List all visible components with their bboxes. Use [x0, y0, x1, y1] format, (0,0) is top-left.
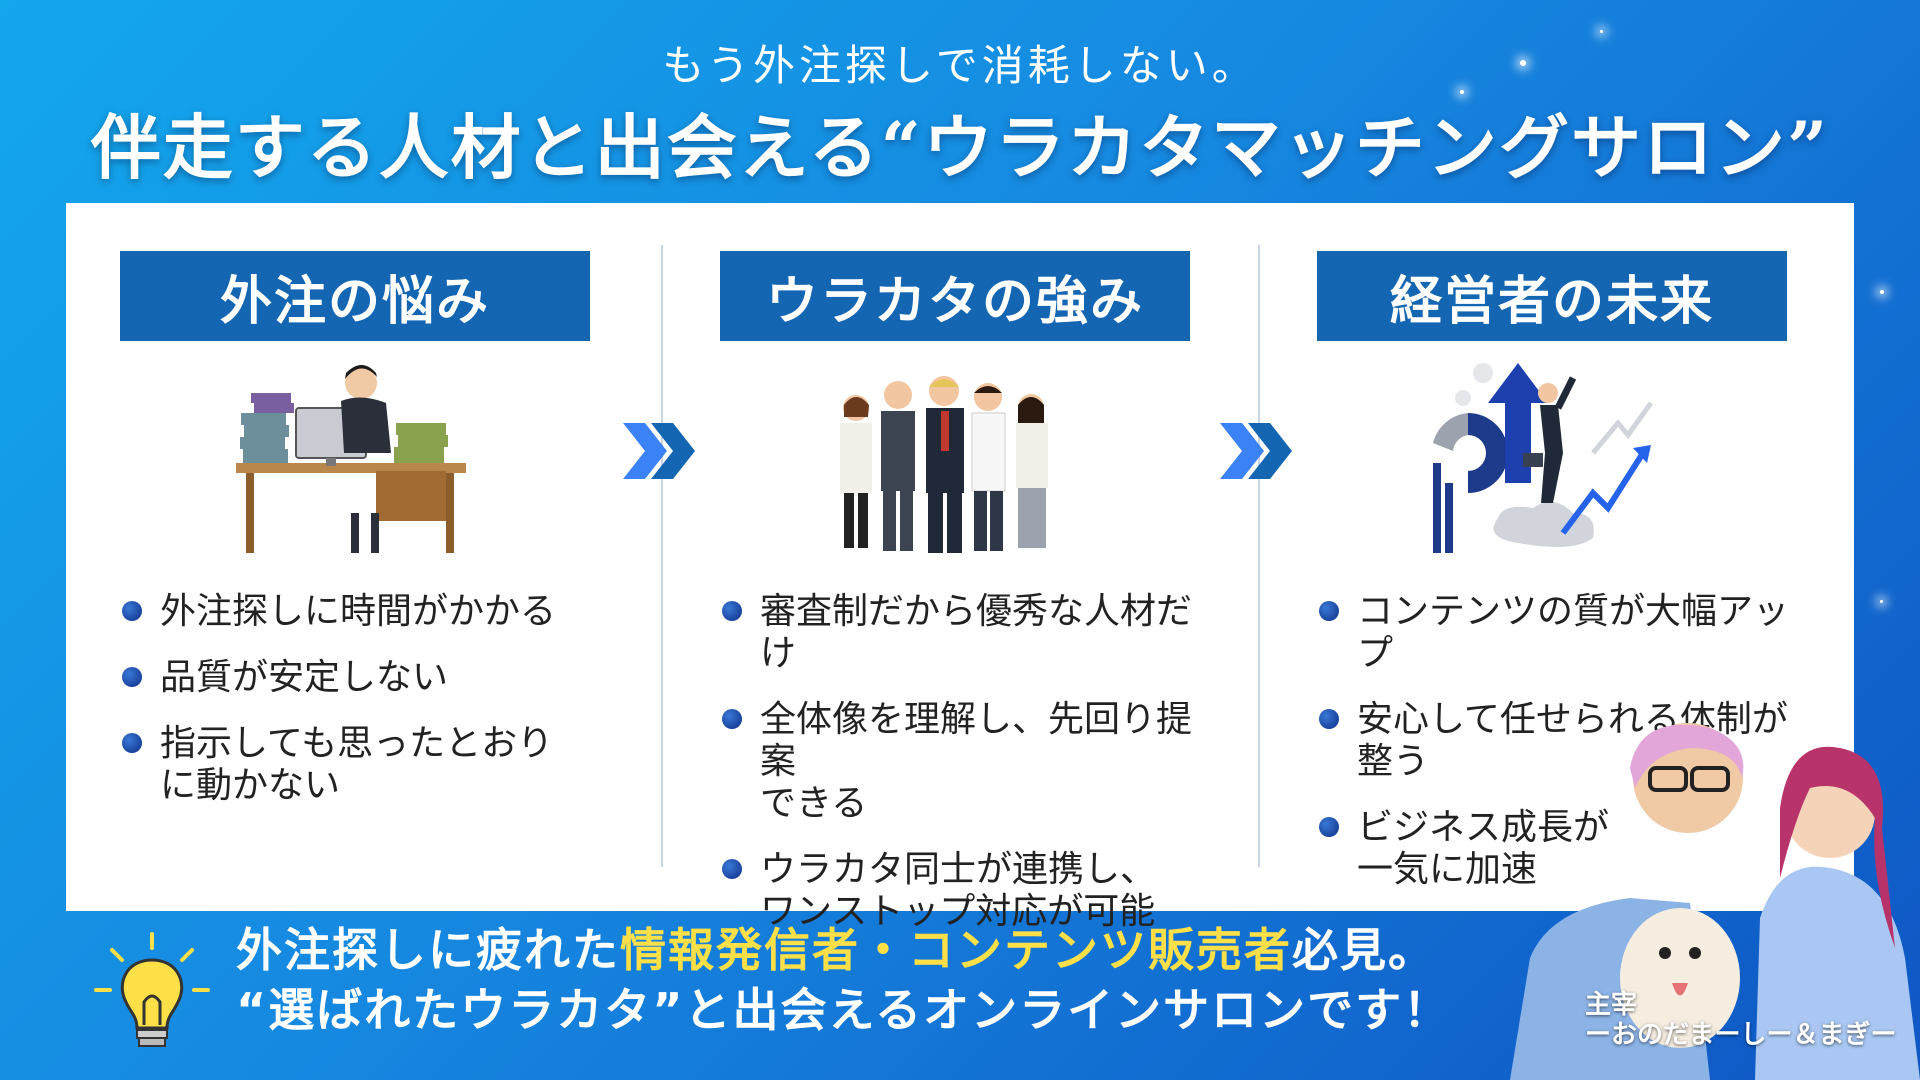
- bullet-icon: [122, 601, 142, 621]
- host-photo: [1510, 723, 1920, 1080]
- bullet-icon: [122, 733, 142, 753]
- column-divider: [661, 245, 663, 867]
- header-subtitle: もう外注探しで消耗しない。: [662, 41, 1258, 90]
- list-item: 外注探しに時間がかかる: [120, 591, 620, 633]
- footer-line-1: 外注探しに疲れた情報発信者・コンテンツ販売者必見。: [236, 920, 1451, 980]
- bullet-icon: [722, 859, 742, 879]
- content-panel: 外注の悩み 外注探しに時間がかかる 品質が安定しない 指示しても思ったとおり に…: [66, 203, 1854, 932]
- sparkle: [1520, 60, 1526, 66]
- chevron-right-icon: [1220, 423, 1292, 479]
- bullet-text: ビジネス成長が 一気に加速: [1357, 807, 1610, 890]
- column-heading: ウラカタの強み: [720, 251, 1190, 341]
- bullet-text: コンテンツの質が大幅アップ: [1357, 591, 1790, 674]
- bullet-text: 指示しても思ったとおり に動かない: [160, 723, 554, 806]
- chevron-right-icon: [623, 423, 695, 479]
- list-item: 全体像を理解し、先回り提案 できる: [720, 699, 1220, 825]
- column-worries: 外注の悩み 外注探しに時間がかかる 品質が安定しない 指示しても思ったとおり に…: [66, 203, 626, 911]
- business-growth-chart-icon: [1433, 363, 1654, 553]
- list-item: 指示しても思ったとおり に動かない: [120, 723, 620, 807]
- bullet-text: 外注探しに時間がかかる: [160, 591, 557, 632]
- column-divider: [1258, 245, 1260, 867]
- bullet-list: 外注探しに時間がかかる 品質が安定しない 指示しても思ったとおり に動かない: [120, 591, 620, 831]
- bullet-text: 全体像を理解し、先回り提案 できる: [760, 699, 1193, 824]
- footer-highlight: 情報発信者・コンテンツ販売者: [620, 923, 1292, 977]
- bullet-icon: [722, 601, 742, 621]
- list-item: 審査制だから優秀な人材だけ: [720, 591, 1220, 675]
- sparkle: [1600, 30, 1603, 33]
- bullet-icon: [1319, 709, 1339, 729]
- bullet-list: 審査制だから優秀な人材だけ 全体像を理解し、先回り提案 できる ウラカタ同士が連…: [720, 591, 1220, 957]
- bullet-text: 審査制だから優秀な人材だけ: [760, 591, 1193, 674]
- bullet-icon: [1319, 817, 1339, 837]
- column-future: 経営者の未来 コンテンツの質が大幅アップ 安心して任せられる体制が 整う ビジネ…: [1263, 203, 1823, 911]
- list-item: ビジネス成長が 一気に加速: [1317, 807, 1817, 891]
- footer-text: 外注探しに疲れた: [236, 923, 620, 977]
- bullet-icon: [122, 667, 142, 687]
- list-item: ウラカタ同士が連携し、 ワンストップ対応が可能: [720, 849, 1220, 933]
- column-heading: 外注の悩み: [120, 251, 590, 341]
- host-names: ーおのだまーしー＆まぎー: [1585, 1020, 1897, 1050]
- sparkle: [1880, 600, 1883, 603]
- footer-message: 外注探しに疲れた情報発信者・コンテンツ販売者必見。 “選ばれたウラカタ”と出会え…: [236, 920, 1451, 1040]
- column-heading: 経営者の未来: [1317, 251, 1787, 341]
- header-title: 伴走する人材と出会える“ウラカタマッチングサロン”: [90, 106, 1830, 189]
- bullet-text: 品質が安定しない: [160, 657, 449, 698]
- bullet-icon: [1319, 601, 1339, 621]
- bullet-icon: [722, 709, 742, 729]
- list-item: 品質が安定しない: [120, 657, 620, 699]
- host-credit: 主宰 ーおのだまーしー＆まぎー: [1585, 990, 1896, 1050]
- sparkle: [1460, 90, 1464, 94]
- lightbulb-icon: [94, 932, 210, 1047]
- sparkle: [1880, 290, 1884, 294]
- overworked-businessman-desk-icon: [236, 365, 466, 553]
- footer-line-2: “選ばれたウラカタ”と出会えるオンラインサロンです！: [236, 983, 1452, 1037]
- list-item: コンテンツの質が大幅アップ: [1317, 591, 1817, 675]
- business-team-icon: [840, 376, 1048, 553]
- host-label: 主宰: [1585, 990, 1638, 1020]
- footer-text: 必見。: [1292, 923, 1436, 977]
- column-strengths: ウラカタの強み 審査制だから優秀な人材だけ 全体像を理解し、先回り提案 できる …: [666, 203, 1226, 932]
- bullet-text: ウラカタ同士が連携し、 ワンストップ対応が可能: [760, 849, 1157, 932]
